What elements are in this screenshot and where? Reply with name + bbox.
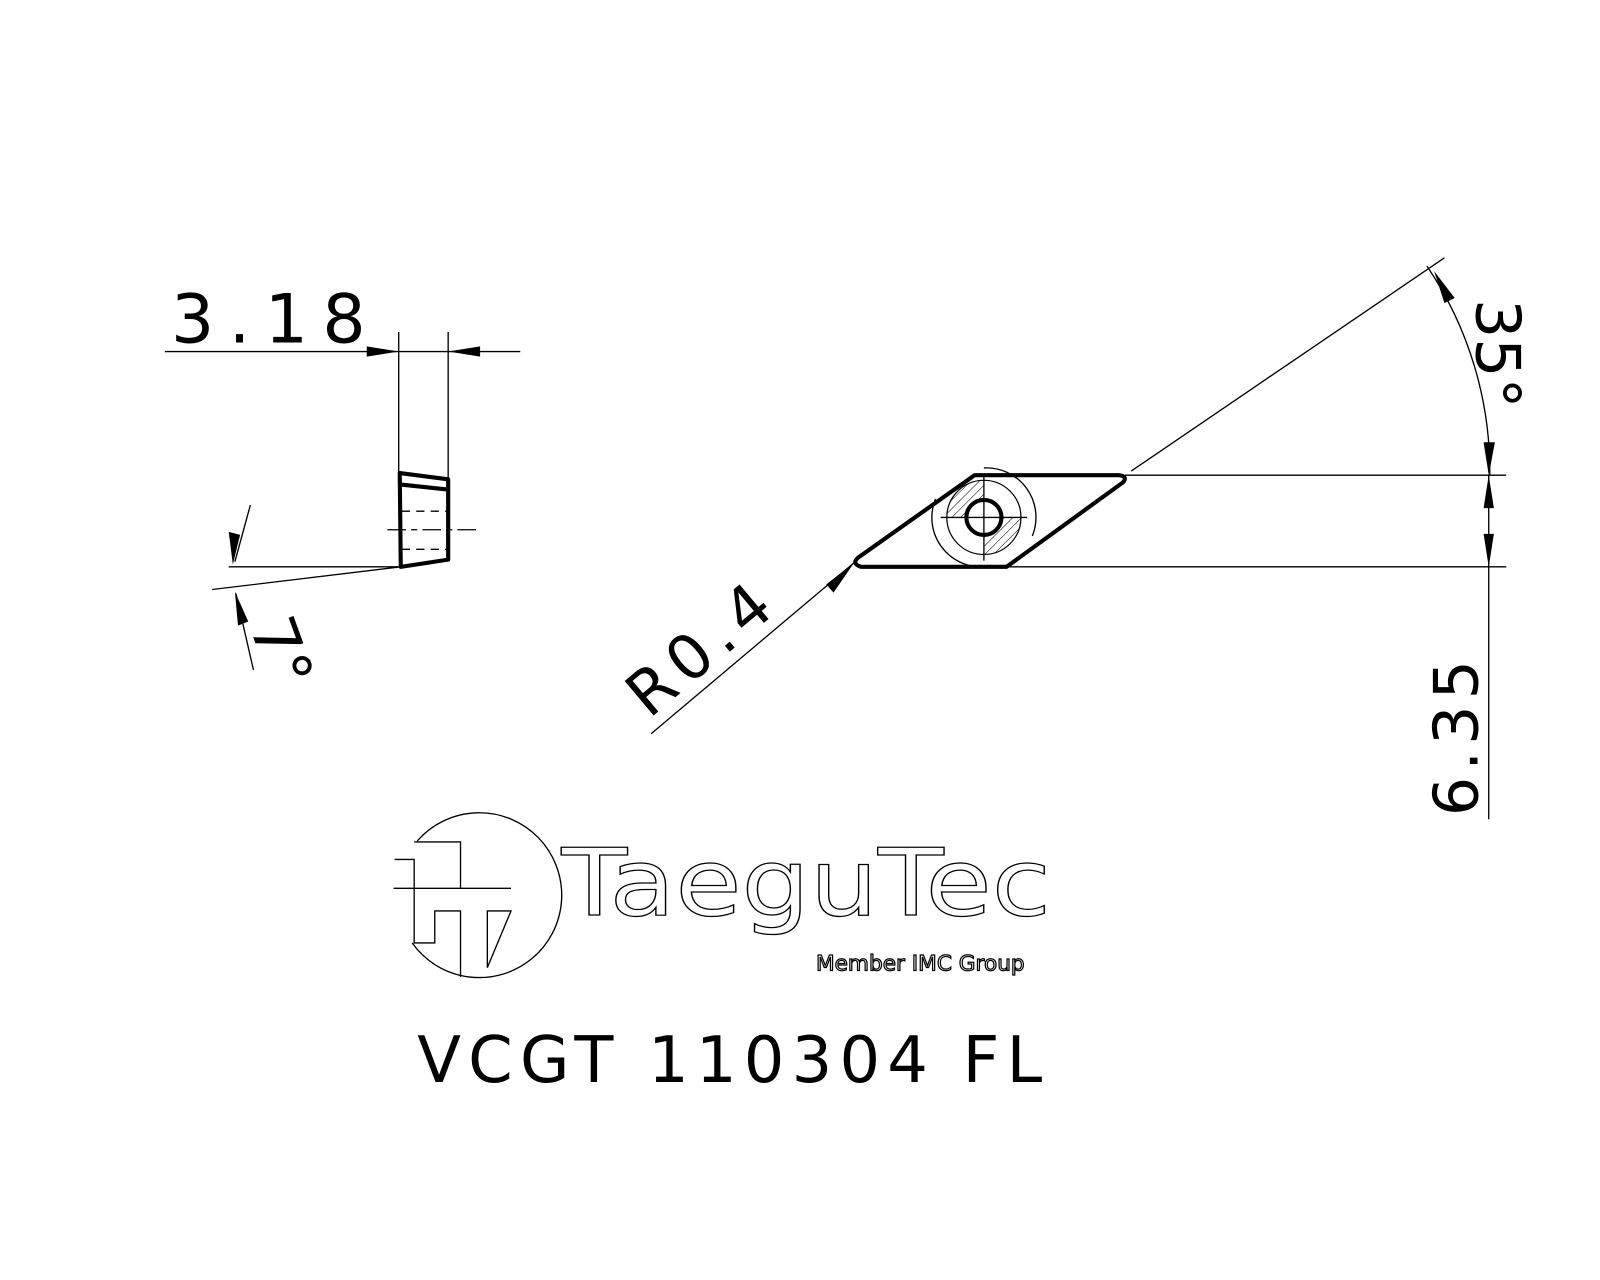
arrow-left-icon	[448, 346, 481, 357]
chipbreaker-arc	[983, 467, 1037, 537]
corner-radius-leader	[650, 562, 855, 735]
taegutec-logo: TaeguTec Member IMC Group	[393, 812, 1051, 979]
rake-face-line	[399, 482, 449, 492]
arrow-right-icon	[366, 346, 399, 357]
brand-tagline: Member IMC Group	[816, 952, 1025, 977]
top-view: 35° 6.35 R0.4	[612, 257, 1533, 820]
arrow-leader	[234, 504, 252, 562]
arrow-down-icon	[1483, 533, 1494, 567]
clearance-angle-line	[212, 566, 401, 591]
arrow-icon	[1434, 271, 1455, 304]
included-angle-label: 35°	[1461, 299, 1533, 409]
insert-side-profile	[397, 471, 451, 569]
arrow-up-icon	[234, 591, 249, 626]
logo-circle	[411, 812, 563, 979]
logo-tt-mark	[393, 841, 513, 977]
ic-label: 6.35	[1420, 654, 1492, 816]
chipbreaker-arc	[931, 498, 984, 568]
arrow-up-icon	[1483, 475, 1494, 509]
arrow-down-icon	[228, 531, 241, 565]
brand-name: TaeguTec	[560, 829, 1051, 937]
side-view: 3.18 7°	[164, 280, 521, 698]
thickness-label: 3.18	[171, 280, 380, 359]
corner-radius-label: R0.4	[612, 564, 792, 731]
included-angle-line	[1130, 257, 1445, 472]
arrow-icon	[826, 562, 855, 593]
arrow-down-icon	[1483, 442, 1495, 476]
clearance-angle-label: 7°	[235, 607, 327, 698]
part-number: VCGT 110304 FL	[417, 1024, 1049, 1098]
